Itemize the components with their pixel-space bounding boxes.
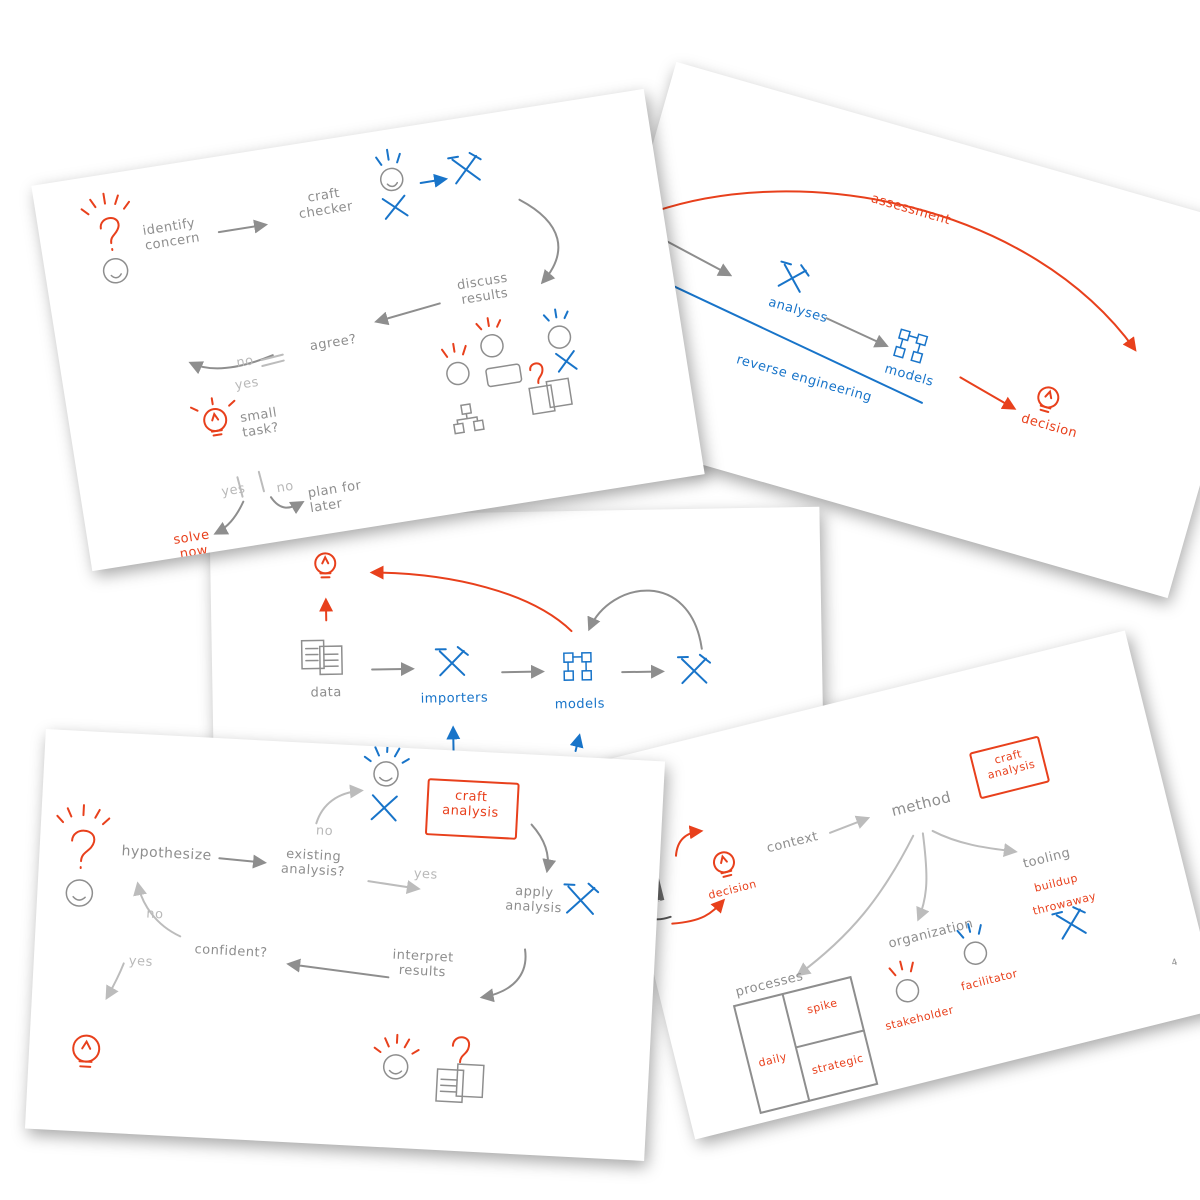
wrench-icon [777, 260, 810, 293]
models-label: models [554, 696, 606, 713]
wrench-icon [563, 882, 600, 915]
slide-reverse-engineering: assessment analyses models decision reve… [571, 61, 1200, 599]
wrench-icon [434, 646, 469, 677]
yes-label-2: yes [128, 953, 154, 970]
solve-now-label: solve now [172, 527, 211, 563]
question-person-icon [56, 804, 111, 907]
team-meeting-icon [440, 308, 578, 435]
no-label-2: no [145, 906, 164, 923]
importers-label: importers [420, 690, 489, 707]
facilitator-icon [956, 923, 988, 965]
lightbulb-icon [314, 552, 337, 579]
interpret-results-label: interpret results [392, 947, 455, 981]
lightbulb-icon [189, 397, 236, 437]
model-diagram-icon [893, 328, 929, 364]
slide-hypothesize: hypothesize existing analysis? no yes cr… [24, 729, 666, 1161]
no-label-2: no [275, 478, 295, 497]
wrench-icon [1051, 906, 1087, 940]
no-label: no [315, 823, 334, 840]
craft-checker-icon [375, 148, 409, 220]
data-label: data [310, 685, 342, 701]
wrench-icon [447, 151, 482, 185]
analyst-icon [363, 740, 410, 822]
small-task-label: small task? [239, 405, 281, 441]
no-label: no [235, 353, 255, 371]
model-diagram-icon [563, 651, 593, 681]
apply-analysis-label: apply analysis [504, 883, 563, 917]
lightbulb-icon [712, 851, 735, 878]
stakeholder-icon [888, 960, 920, 1003]
documents-icon [300, 639, 343, 676]
slide-importers: data importers models [209, 506, 825, 818]
team-review-icon [373, 1033, 485, 1104]
lightbulb-icon [72, 1034, 101, 1068]
existing-analysis-label: existing analysis? [280, 846, 346, 880]
lightbulb-icon [1037, 386, 1060, 413]
wrench-icon [676, 653, 712, 685]
craft-analysis-label: craft analysis [441, 788, 500, 821]
stakeholder-question-icon [80, 192, 131, 284]
slide-craft-checker: identify concern craft checker discuss r… [31, 88, 705, 572]
yes-label: yes [413, 866, 439, 883]
